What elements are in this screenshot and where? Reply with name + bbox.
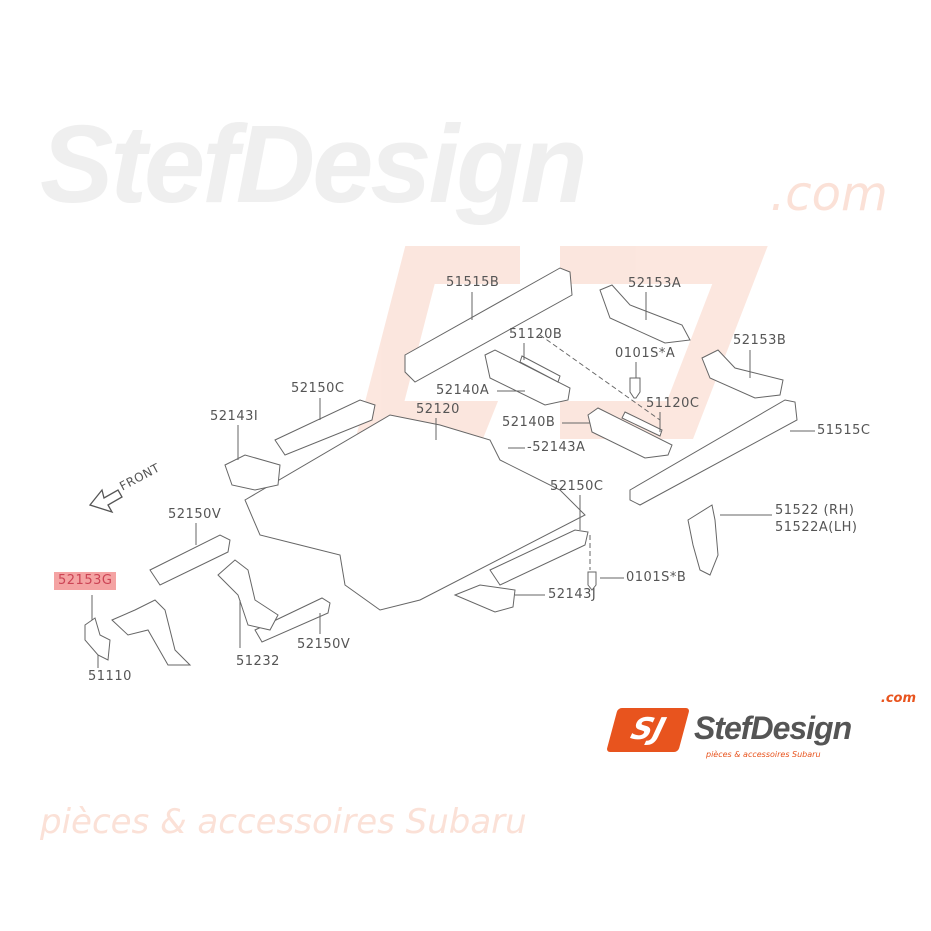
label-51515C: 51515C <box>817 423 871 438</box>
label-51232: 51232 <box>236 654 280 669</box>
part-51110 <box>111 599 192 666</box>
label-51515B: 51515B <box>446 275 500 290</box>
label-51120C: 51120C <box>646 396 700 411</box>
part-52153A <box>599 284 691 344</box>
label-51120B: 51120B <box>509 327 563 342</box>
part-52140B <box>587 407 673 459</box>
watermark-domain: .com <box>770 166 888 222</box>
logo-sj-mark: SJ <box>606 708 690 752</box>
label-52150V-left: 52150V <box>168 507 222 522</box>
label-52120: 52120 <box>416 402 460 417</box>
label-52143J: 52143J <box>548 587 597 602</box>
label-52140B: 52140B <box>502 415 556 430</box>
label-52143A: -52143A <box>527 440 586 455</box>
part-bolt-a <box>629 377 641 399</box>
part-51120B <box>519 355 561 383</box>
label-0101S-A: 0101S*A <box>615 346 676 361</box>
label-52140A: 52140A <box>436 383 490 398</box>
logo-brand-name: StefDesign <box>694 710 852 746</box>
logo-domain: .com <box>880 691 916 706</box>
part-52140A <box>484 349 571 406</box>
part-52150V-bottom <box>254 597 331 643</box>
part-51120C <box>621 411 663 437</box>
front-arrow-icon <box>88 488 123 514</box>
part-51515C <box>629 399 798 506</box>
label-52153A: 52153A <box>628 276 682 291</box>
label-52150C-top: 52150C <box>291 381 345 396</box>
part-52150C-top <box>274 399 376 456</box>
part-52150V-left <box>149 534 231 586</box>
part-52143J <box>453 584 516 613</box>
watermark-tagline: pièces & accessoires Subaru <box>40 802 527 842</box>
label-0101S-B: 0101S*B <box>626 570 687 585</box>
part-52120-floor <box>244 414 586 611</box>
part-52150C-right <box>489 529 589 586</box>
label-52153G-highlighted[interactable]: 52153G <box>54 572 117 590</box>
label-52150C-right: 52150C <box>550 479 604 494</box>
part-51522 <box>687 504 719 576</box>
part-51515B <box>404 267 573 383</box>
logo-tagline: pièces & accessoires Subaru <box>706 750 821 759</box>
part-bolt-b <box>587 571 597 591</box>
label-52143I: 52143I <box>210 409 259 424</box>
part-52143I <box>224 454 281 491</box>
watermark-brand: StefDesign <box>40 103 588 226</box>
label-51110: 51110 <box>88 669 132 684</box>
label-52153B: 52153B <box>733 333 787 348</box>
part-52153B <box>701 349 784 399</box>
part-51232 <box>217 559 279 631</box>
part-52153G <box>84 617 111 661</box>
label-51522A-lh: 51522A(LH) <box>775 520 858 535</box>
stefdesign-logo: SJ StefDesign .com pièces & accessoires … <box>606 692 922 764</box>
label-52150V-bottom: 52150V <box>297 637 351 652</box>
label-51522-rh: 51522 (RH) <box>775 503 855 518</box>
